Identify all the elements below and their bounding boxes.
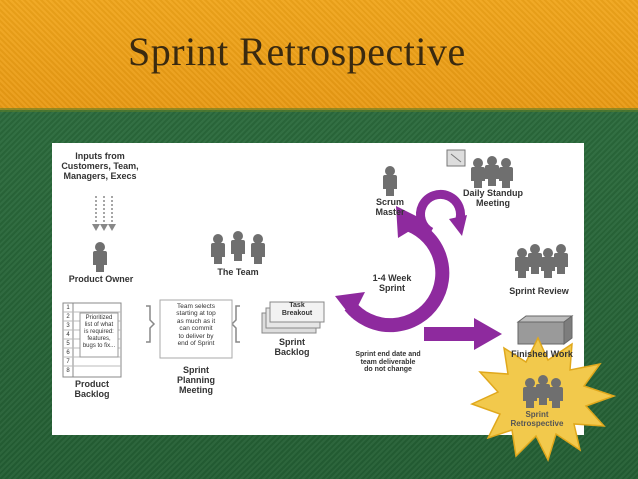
sprint-cycle-arrow: [335, 206, 450, 333]
finished-work-label: Finished Work: [511, 349, 573, 359]
daily-cycle-arrow: [416, 189, 467, 236]
bracket-left: [146, 305, 156, 343]
backlog-row-numbers: 1 2 3 4 5 6 7 8: [66, 305, 70, 374]
task-breakout-label: Task Breakout: [281, 302, 313, 317]
finished-work-box: [516, 315, 574, 345]
task-breakout-cards: [261, 301, 325, 334]
sprint-backlog-label: Sprint Backlog: [274, 337, 310, 357]
team-selects-box: [159, 299, 233, 359]
sprint-planning-label: Sprint Planning Meeting: [177, 365, 215, 395]
product-backlog-list: [62, 302, 122, 378]
sprint-end-note: Sprint end date and team deliverable do …: [355, 351, 421, 374]
scrum-master-label: Scrum Master: [375, 197, 405, 217]
slide-background-top: [0, 0, 638, 110]
slide-title: Sprint Retrospective: [128, 29, 466, 74]
daily-standup-label: Daily Standup Meeting: [462, 188, 523, 208]
product-backlog-label: Product Backlog: [74, 379, 110, 399]
backlog-note: Prioritized list of what is required: fe…: [82, 315, 116, 349]
the-team-label: The Team: [217, 267, 259, 277]
daily-standup-icon: [471, 156, 513, 188]
product-owner-icon: [93, 242, 107, 272]
team-icon: [211, 231, 265, 264]
finished-work-arrow: [424, 318, 502, 350]
sprint-cycle-label: 1-4 Week Sprint: [372, 273, 412, 293]
inputs-label: Inputs from Customers, Team, Managers, E…: [61, 151, 139, 181]
product-owner-label: Product Owner: [68, 274, 134, 284]
input-arrows: [95, 196, 113, 226]
slide-divider: [0, 108, 638, 112]
scrum-master-icon: [383, 166, 397, 196]
retrospective-team-icon: [523, 375, 563, 408]
sprint-review-icon: [515, 244, 568, 278]
team-selects-note: Team selects starting at top as much as …: [176, 303, 216, 348]
bracket-right: [230, 305, 240, 343]
wall-clock-icon: [446, 149, 466, 167]
retrospective-label: Sprint Retrospective: [510, 410, 564, 428]
sprint-review-label: Sprint Review: [509, 286, 569, 296]
